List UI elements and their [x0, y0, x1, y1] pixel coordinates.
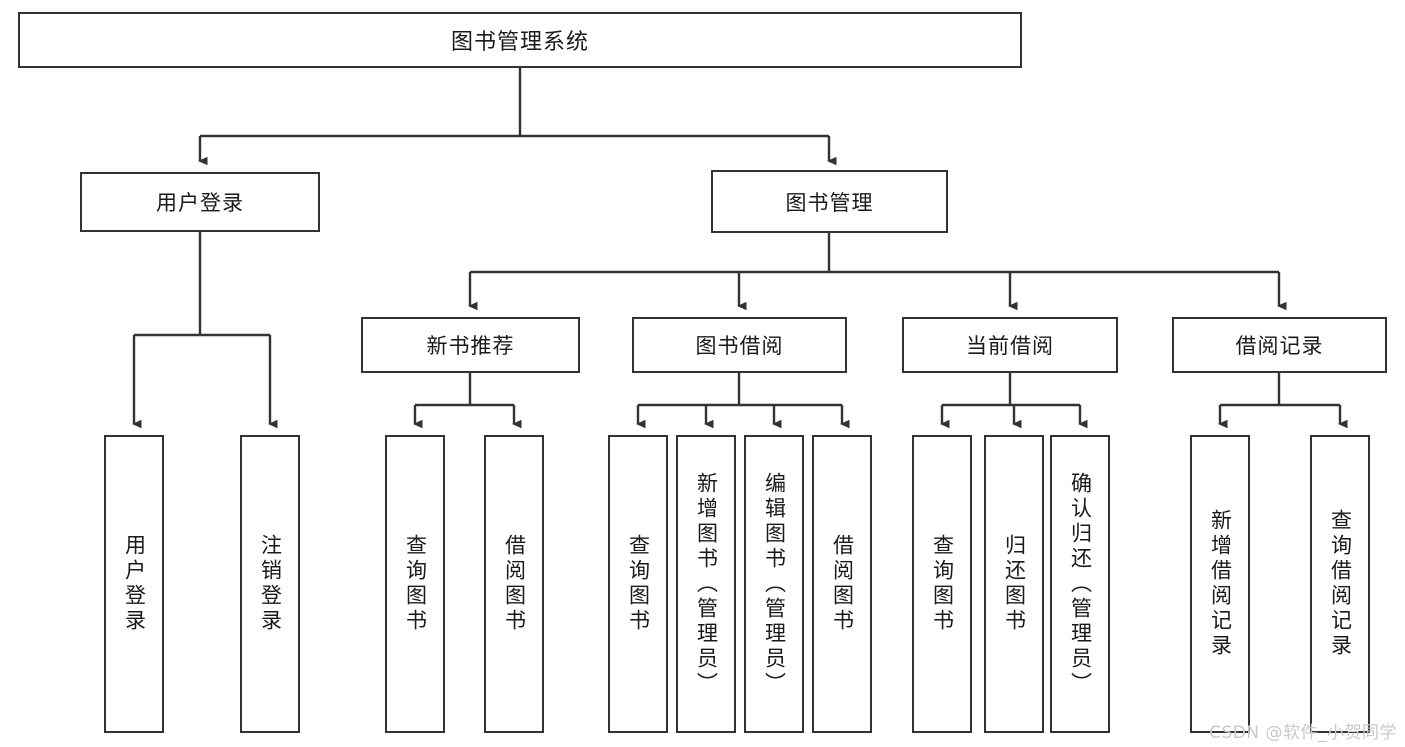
leaf-query-book-3[interactable]: 查询图书 [912, 435, 972, 733]
node-book-management[interactable]: 图书管理 [711, 170, 948, 233]
leaf-user-login[interactable]: 用户登录 [104, 435, 164, 733]
leaf-label: 用户登录 [122, 534, 147, 634]
leaf-borrow-book-1[interactable]: 借阅图书 [484, 435, 544, 733]
leaf-label: 新增图书（管理员） [694, 471, 719, 697]
leaf-add-book-admin[interactable]: 新增图书（管理员） [676, 435, 736, 733]
leaf-label: 查询图书 [930, 534, 955, 634]
node-book-management-system[interactable]: 图书管理系统 [18, 12, 1022, 68]
node-label: 当前借阅 [966, 334, 1054, 358]
leaf-label: 借阅图书 [502, 534, 527, 634]
node-book-borrow[interactable]: 图书借阅 [632, 317, 847, 373]
node-label: 图书管理 [785, 190, 874, 215]
node-borrow-record[interactable]: 借阅记录 [1172, 317, 1387, 373]
node-current-borrow[interactable]: 当前借阅 [902, 317, 1118, 373]
leaf-query-book-1[interactable]: 查询图书 [385, 435, 445, 733]
leaf-label: 归还图书 [1002, 534, 1027, 634]
leaf-label: 确认归还（管理员） [1068, 471, 1093, 697]
node-user-login[interactable]: 用户登录 [80, 172, 320, 232]
leaf-label: 查询借阅记录 [1328, 509, 1353, 659]
leaf-borrow-book-2[interactable]: 借阅图书 [812, 435, 872, 733]
leaf-label: 借阅图书 [830, 534, 855, 634]
leaf-label: 注销登录 [258, 534, 283, 634]
node-label: 新书推荐 [426, 334, 515, 358]
leaf-logout-login[interactable]: 注销登录 [240, 435, 300, 733]
leaf-add-borrow-record[interactable]: 新增借阅记录 [1190, 435, 1250, 733]
node-label: 用户登录 [156, 191, 244, 215]
node-label: 借阅记录 [1235, 334, 1324, 358]
leaf-label: 编辑图书（管理员） [762, 471, 787, 697]
node-label: 图书借阅 [695, 334, 784, 358]
leaf-return-book[interactable]: 归还图书 [984, 435, 1044, 733]
leaf-query-borrow-record[interactable]: 查询借阅记录 [1310, 435, 1370, 733]
node-new-book-recommend[interactable]: 新书推荐 [361, 317, 580, 373]
leaf-label: 查询图书 [403, 534, 428, 634]
leaf-confirm-return-admin[interactable]: 确认归还（管理员） [1050, 435, 1110, 733]
edge-paths [132, 68, 1348, 429]
node-label: 图书管理系统 [450, 30, 589, 55]
leaf-label: 新增借阅记录 [1208, 509, 1233, 659]
leaf-edit-book-admin[interactable]: 编辑图书（管理员） [744, 435, 804, 733]
leaf-query-book-2[interactable]: 查询图书 [608, 435, 668, 733]
leaf-label: 查询图书 [626, 534, 651, 634]
